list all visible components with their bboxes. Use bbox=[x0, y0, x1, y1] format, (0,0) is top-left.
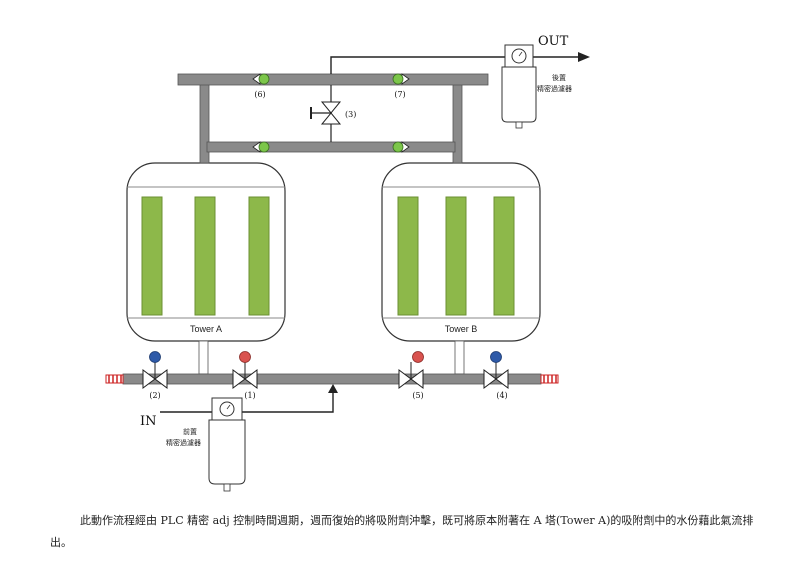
pre-filter bbox=[208, 397, 246, 492]
pipe-tower-b-down bbox=[454, 340, 465, 375]
valve-5[interactable] bbox=[398, 351, 424, 389]
out-label: OUT bbox=[538, 34, 569, 49]
check-valve-7 bbox=[392, 73, 410, 85]
purge-valve-3[interactable] bbox=[310, 101, 342, 125]
pre-filter-label-2: 精密過濾器 bbox=[166, 438, 201, 447]
valve-6-label: (6) bbox=[254, 90, 265, 99]
valve-7-label: (7) bbox=[394, 90, 405, 99]
valve-1-label: (1) bbox=[244, 391, 255, 400]
dryer-flow-diagram: Tower A Tower B (3) (6) (7) bbox=[105, 34, 590, 492]
valve-1[interactable] bbox=[232, 351, 258, 389]
tower-a-label: Tower A bbox=[190, 324, 222, 334]
valve-4[interactable] bbox=[483, 351, 509, 389]
check-valve-purge-b bbox=[392, 141, 410, 153]
actuator-red-icon bbox=[412, 351, 424, 363]
actuator-red-icon bbox=[239, 351, 251, 363]
tower-b: Tower B bbox=[381, 162, 541, 342]
purge-header-pipe bbox=[206, 141, 456, 153]
post-filter-label-1: 後置 bbox=[552, 73, 566, 82]
desiccant-column bbox=[493, 196, 515, 316]
muffler-left bbox=[105, 374, 124, 384]
post-filter-label-2: 精密過濾器 bbox=[537, 84, 572, 93]
outlet-line bbox=[330, 56, 578, 74]
pre-filter-label-1: 前置 bbox=[183, 427, 197, 436]
valve-2[interactable] bbox=[142, 351, 168, 389]
check-valve-purge-a bbox=[252, 141, 270, 153]
valve-3-label: (3) bbox=[345, 110, 356, 119]
valve-5-label: (5) bbox=[412, 391, 423, 400]
desiccant-column bbox=[397, 196, 419, 316]
actuator-blue-icon bbox=[149, 351, 161, 363]
tower-a: Tower A bbox=[126, 162, 286, 342]
pipe-tower-a-down bbox=[198, 340, 209, 375]
valve-2-label: (2) bbox=[149, 391, 160, 400]
actuator-blue-icon bbox=[490, 351, 502, 363]
muffler-right bbox=[540, 374, 559, 384]
outlet-arrow bbox=[578, 52, 590, 62]
check-valve-6 bbox=[252, 73, 270, 85]
in-label: IN bbox=[140, 414, 157, 429]
bottom-header-pipe bbox=[122, 373, 542, 385]
tower-b-label: Tower B bbox=[445, 324, 478, 334]
post-filter bbox=[501, 44, 537, 129]
desiccant-column bbox=[445, 196, 467, 316]
caption-paragraph: 此動作流程經由 PLC 精密 adj 控制時間週期，週而復始的將吸附劑沖擊，既可… bbox=[50, 514, 754, 549]
desiccant-column bbox=[194, 196, 216, 316]
desiccant-column bbox=[248, 196, 270, 316]
inlet-arrow bbox=[328, 384, 338, 393]
valve-4-label: (4) bbox=[496, 391, 507, 400]
top-header-pipe bbox=[177, 73, 489, 86]
desiccant-column bbox=[141, 196, 163, 316]
